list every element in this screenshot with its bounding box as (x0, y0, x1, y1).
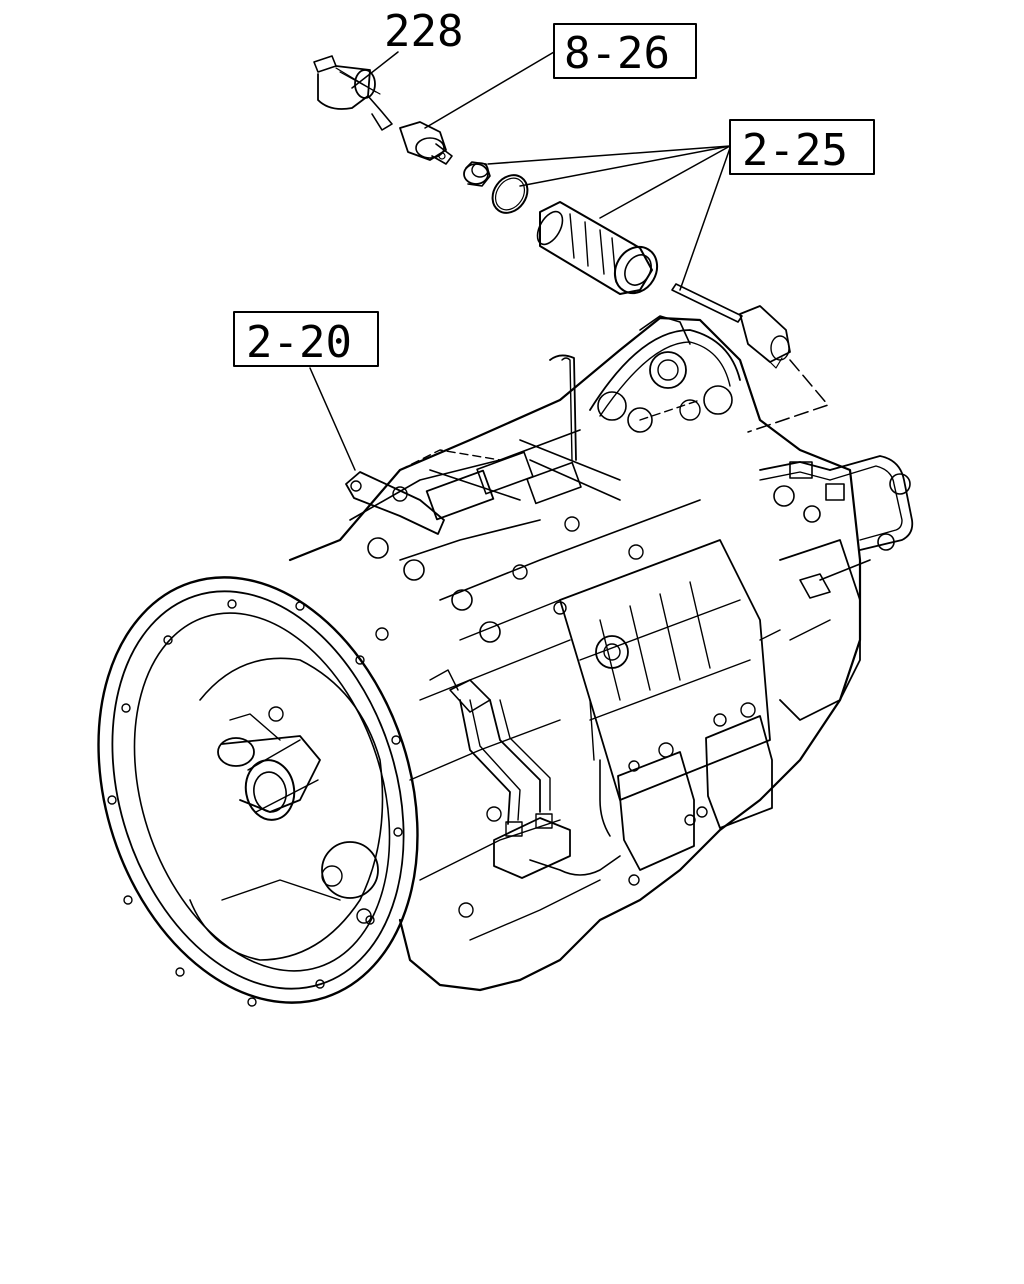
callout-2-20-text: 2-20 (246, 317, 352, 368)
part-8-26-speed-sensor[interactable] (399, 121, 453, 165)
valve-body-grid (559, 539, 771, 801)
mounting-bracket (345, 471, 445, 535)
leader-8-26 (424, 51, 555, 129)
top-cover-piping (429, 315, 741, 501)
leader-2-25-d (679, 147, 731, 291)
callout-8-26-box (553, 23, 697, 79)
callout-2-25-text: 2-25 (742, 125, 848, 176)
leader-2-25-c (599, 145, 731, 219)
transmission-assembly[interactable] (46, 315, 914, 1044)
part-2-25-o-ring[interactable] (485, 168, 534, 219)
leader-2-20 (309, 367, 356, 471)
leader-2-25-b (519, 145, 731, 187)
callout-8-26[interactable]: 8-26 (553, 23, 697, 79)
callout-228[interactable]: 228 (384, 6, 463, 57)
callout-2-25[interactable]: 2-25 (729, 119, 875, 176)
shift-valves (367, 451, 644, 643)
right-piping (759, 455, 914, 599)
part-2-25-pin-and-connector[interactable] (671, 283, 791, 369)
rear-housing (759, 539, 861, 721)
bell-housing-flange (97, 576, 419, 1007)
input-shaft (217, 735, 321, 821)
gearbox-body (288, 316, 862, 992)
dashed-install-line (747, 359, 829, 433)
callout-2-20-box (233, 311, 379, 367)
lower-pipe-run (529, 699, 621, 876)
callout-228-text: 228 (384, 6, 463, 57)
part-2-25-bush[interactable] (463, 161, 491, 187)
callout-2-20[interactable]: 2-20 (233, 311, 379, 368)
callout-8-26-text: 8-26 (564, 28, 670, 79)
solenoid-boxes (617, 715, 773, 886)
leader-lines (309, 51, 829, 471)
leader-2-25-a (487, 145, 731, 165)
part-2-25-sleeve[interactable] (532, 201, 665, 301)
inner-housing (189, 657, 384, 961)
part-228-sensor[interactable] (313, 55, 393, 131)
hydraulic-block (429, 669, 571, 918)
callout-2-25-box (729, 119, 875, 175)
